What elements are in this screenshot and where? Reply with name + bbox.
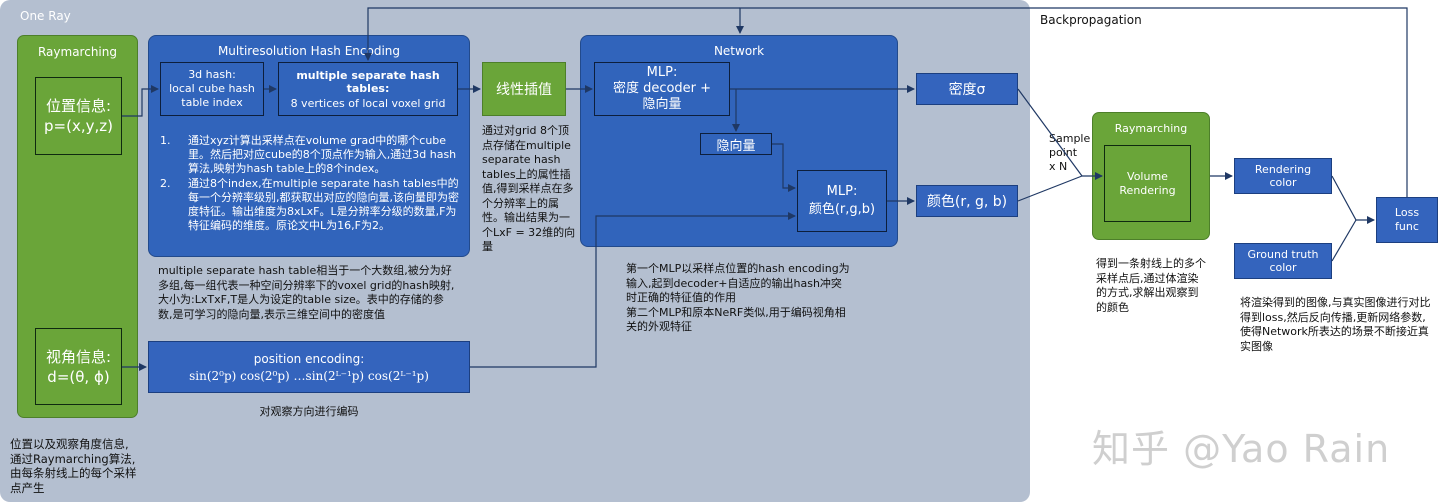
position-encoding-title: position encoding: xyxy=(253,351,365,366)
arrow-position-to-hash xyxy=(122,85,159,117)
ground-truth-box: Ground truth color xyxy=(1234,243,1332,279)
mlp-density-box: MLP: 密度 decoder + 隐向量 xyxy=(594,62,730,116)
arrow-rendering-to-loss xyxy=(1331,175,1375,224)
raymarching-right-title: Raymarching xyxy=(1114,122,1188,135)
density-output-box: 密度σ xyxy=(916,73,1018,105)
region-label: One Ray xyxy=(20,9,71,23)
hash-encoding-note: multiple separate hash table相当于一个大数组,被分为… xyxy=(158,264,455,321)
hash-3d-box: 3d hash: local cube hash table index xyxy=(160,62,264,116)
backprop-line xyxy=(736,7,1408,197)
latent-vector-box: 隐向量 xyxy=(700,133,772,155)
arrow-posenc-to-mlp2 xyxy=(470,212,796,368)
loss-note: 将渲染得到的图像,与真实图像进行对比得到loss,然后反向传播,更新网络参数,使… xyxy=(1240,296,1431,353)
hash-step-2: 2.通过8个index,在multiple separate hash tabl… xyxy=(160,177,459,232)
arrow-density-to-render xyxy=(1017,88,1083,177)
volume-rendering-box: Volume Rendering xyxy=(1104,145,1191,222)
view-info-box: 视角信息: d=(θ, ϕ) xyxy=(35,328,122,405)
arrow-gt-to-loss xyxy=(1331,219,1357,262)
raymarching-left-panel xyxy=(17,35,138,418)
raymarching-right-note: 得到一条射线上的多个采样点后,通过体渲染的方式,求解出观察到的颜色 xyxy=(1096,257,1206,314)
backprop-line-hash xyxy=(364,7,740,61)
sample-point-label: Sample point x N xyxy=(1049,132,1091,173)
hash-tables-sub: 8 vertices of local voxel grid xyxy=(290,96,446,110)
rendering-color-box: Rendering color xyxy=(1234,158,1332,194)
watermark: 知乎 @Yao Rain xyxy=(1092,427,1391,471)
hash-encoding-panel xyxy=(148,35,470,257)
hash-encoding-title: Multiresolution Hash Encoding xyxy=(217,44,401,58)
network-panel xyxy=(580,35,898,247)
position-encoding-note: 对观察方向进行编码 xyxy=(259,405,359,418)
arrow-color-to-render xyxy=(1017,175,1083,202)
position-info-box: 位置信息: p=(x,y,z) xyxy=(35,77,122,155)
hash-tables-title: multiple separate hash tables: xyxy=(296,68,440,95)
mlp-color-box: MLP: 颜色(r,g,b) xyxy=(797,170,887,232)
arrow-latent-to-mlp2 xyxy=(772,143,796,192)
linear-interp-note: 通过对grid 8个顶点存储在multiple separate hash ta… xyxy=(482,124,576,253)
raymarching-left-title: Raymarching xyxy=(37,45,117,59)
network-note: 第一个MLP以采样点位置的hash encoding为输入,起到decoder+… xyxy=(626,262,850,333)
backprop-label: Backpropagation xyxy=(1040,13,1142,27)
loss-func-box: Loss func xyxy=(1376,197,1438,243)
raymarching-left-note: 位置以及观察角度信息, 通过Raymarching算法, 由每条射线上的每个采样… xyxy=(10,437,137,495)
color-output-box: 颜色(r, g, b) xyxy=(916,185,1018,217)
network-title: Network xyxy=(713,44,765,58)
position-encoding-formula: sin(2⁰p) cos(2⁰p) …sin(2ᴸ⁻¹p) cos(2ᴸ⁻¹p) xyxy=(189,368,429,383)
hash-step-1: 1.通过xyz计算出采样点在volume grad中的哪个cube里。然后把对应… xyxy=(160,134,457,175)
position-encoding-box: position encoding: sin(2⁰p) cos(2⁰p) …si… xyxy=(148,341,470,393)
hash-tables-box: multiple separate hash tables: 8 vertice… xyxy=(278,62,458,116)
linear-interp-box: 线性插值 xyxy=(482,62,566,116)
